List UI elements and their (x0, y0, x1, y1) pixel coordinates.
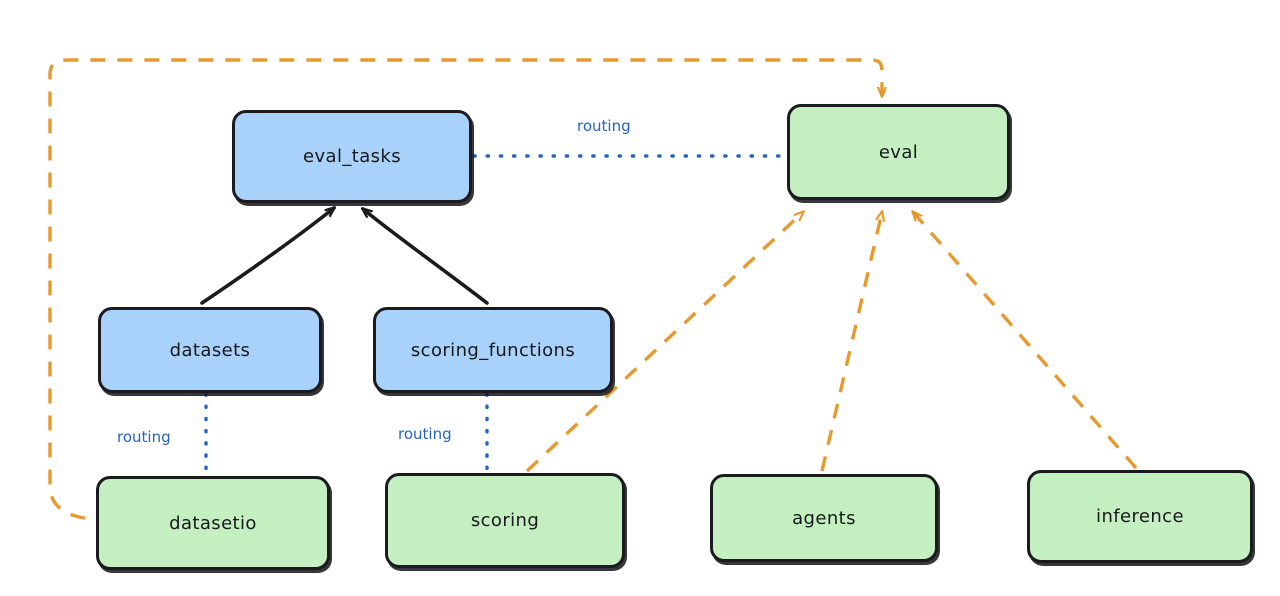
edge-datasets-to-eval_tasks (200, 208, 334, 305)
edge-scoring_functions-to-eval_tasks (363, 209, 489, 305)
node-agents[interactable]: agents (710, 474, 938, 562)
node-label-datasets: datasets (169, 339, 251, 361)
node-label-scoring: scoring (470, 510, 540, 531)
node-label-datasetio: datasetio (169, 512, 257, 534)
node-label-eval-tasks: eval_tasks (302, 146, 402, 167)
node-label-eval: eval (878, 141, 919, 163)
edge-agents-to-eval (820, 212, 882, 472)
node-label-inference: inference (1096, 506, 1184, 527)
node-label-scoring-functions: scoring_functions (410, 339, 576, 361)
node-eval-tasks[interactable]: eval_tasks (232, 110, 472, 203)
node-scoring-functions[interactable]: scoring_functions (373, 307, 613, 393)
edge-datasetio-to-eval (48, 58, 882, 521)
edge-label-routing-eval-tasks-eval: routing (577, 117, 631, 135)
node-scoring[interactable]: scoring (385, 473, 625, 568)
node-label-agents: agents (792, 507, 856, 529)
edge-label-routing-datasets-datasetio: routing (117, 428, 171, 446)
node-eval[interactable]: eval (787, 104, 1010, 200)
node-inference[interactable]: inference (1027, 470, 1253, 563)
edge-inference-to-eval (913, 212, 1138, 470)
edge-label-routing-scoring-functions-scoring: routing (398, 425, 452, 443)
node-datasetio[interactable]: datasetio (96, 476, 330, 570)
edge-scoring-to-eval (525, 212, 803, 473)
node-datasets[interactable]: datasets (98, 307, 322, 393)
